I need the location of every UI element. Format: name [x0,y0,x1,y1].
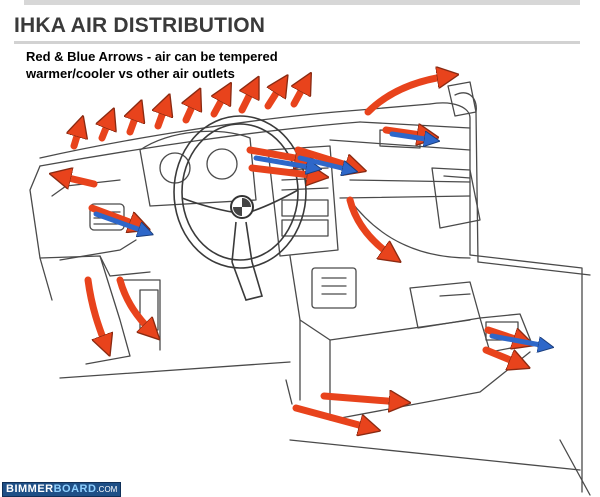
dashboard-line-art [29,81,591,496]
watermark-brand-part2: BOARD [53,483,97,495]
watermark-logo: BIMMERBOARD.COM [2,482,122,497]
subtitle-line-2: warmer/cooler vs other air outlets [26,66,235,81]
page-title: IHKA AIR DISTRIBUTION [14,14,266,37]
subtitle: Red & Blue Arrows - air can be tempered … [26,48,356,82]
watermark-brand-part1: BIMMER [6,483,54,495]
watermark-domain: .COM [96,485,118,494]
red-arrow-icon [60,76,524,428]
subtitle-line-1: Red & Blue Arrows - air can be tempered [26,49,278,64]
top-bar [24,0,580,5]
bmw-roundel-icon [230,195,254,219]
blue-arrow-icon [93,134,546,346]
title-underline [14,41,580,44]
